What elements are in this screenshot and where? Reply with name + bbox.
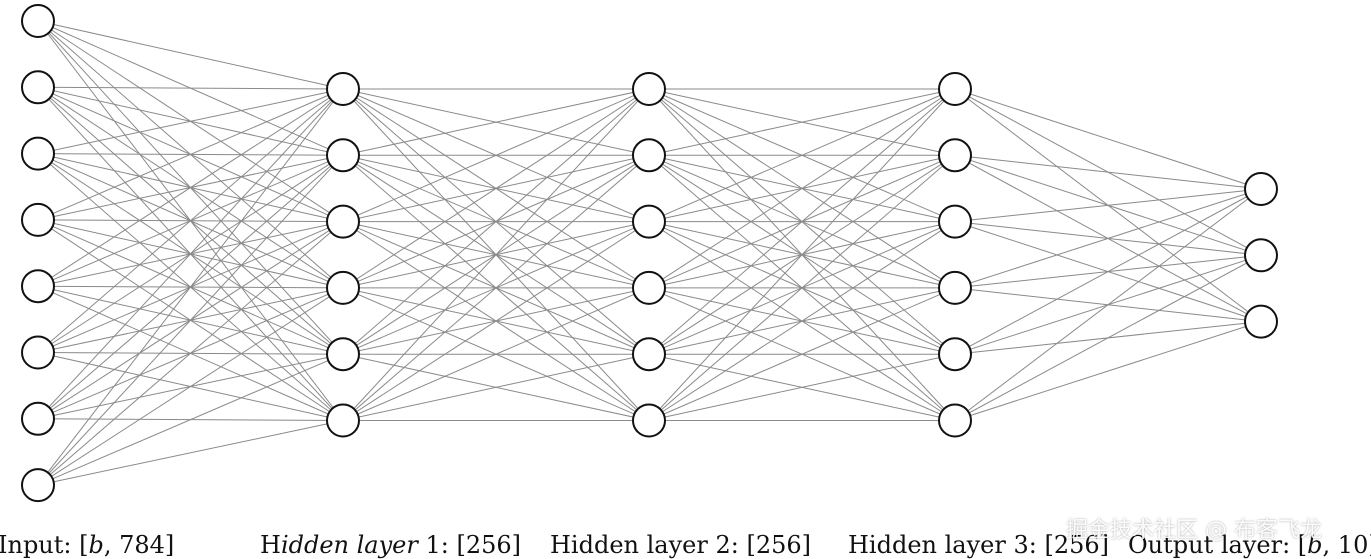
edge-hidden2-2-to-hidden3-1 [648, 88, 956, 156]
output-neuron-2 [1244, 238, 1278, 273]
input-neuron-3 [21, 136, 55, 171]
hidden1-neuron-4 [326, 270, 360, 305]
edge-input-8-to-hidden1-6 [37, 420, 344, 486]
input-layer-label: Input: [b, 784] [0, 531, 174, 559]
edge-hidden3-1-to-output-1 [954, 88, 1262, 190]
edge-hidden1-6-to-hidden2-2 [342, 154, 650, 421]
edge-hidden1-2-to-hidden2-1 [342, 88, 650, 156]
edge-input-8-to-hidden1-4 [37, 287, 344, 486]
input-neuron-7 [21, 401, 55, 436]
edge-hidden3-3-to-output-1 [954, 188, 1262, 223]
edge-hidden3-5-to-output-1 [954, 188, 1262, 355]
output-layer-label: Output layer: [b, 10] [1128, 531, 1371, 559]
hidden2-neuron-3 [632, 204, 666, 239]
edge-hidden1-6-to-hidden2-5 [342, 353, 650, 421]
hidden1-neuron-6 [326, 403, 360, 438]
hidden3-neuron-3 [938, 204, 972, 239]
edge-hidden2-6-to-hidden3-5 [648, 353, 956, 421]
hidden2-neuron-5 [632, 337, 666, 372]
edge-hidden2-6-to-hidden3-3 [648, 221, 956, 421]
hidden3-neuron-6 [938, 403, 972, 438]
edge-input-6-to-hidden1-1 [37, 88, 344, 353]
edge-hidden1-4-to-hidden2-1 [342, 88, 650, 289]
edge-hidden2-6-to-hidden3-1 [648, 88, 956, 421]
hidden1-neuron-1 [326, 72, 360, 106]
edge-hidden2-6-to-hidden3-2 [648, 154, 956, 421]
edge-input-2-to-hidden1-1 [37, 86, 344, 90]
hidden3-neuron-2 [938, 138, 972, 173]
edge-hidden2-5-to-hidden3-1 [648, 88, 956, 355]
hidden-layer-1-label: Hidden layer 1: [256] [260, 531, 521, 559]
edge-hidden2-6-to-hidden3-4 [648, 287, 956, 421]
input-neuron-1 [21, 4, 55, 38]
edge-input-1-to-hidden1-1 [37, 20, 344, 90]
hidden2-neuron-4 [632, 270, 666, 305]
hidden2-neuron-6 [632, 403, 666, 438]
hidden3-neuron-4 [938, 270, 972, 305]
edge-input-8-to-hidden1-2 [37, 154, 344, 486]
input-neuron-4 [21, 202, 55, 237]
edge-hidden3-6-to-output-3 [954, 321, 1262, 421]
hidden-layer-2-label: Hidden layer 2: [256] [550, 531, 811, 559]
input-neuron-6 [21, 335, 55, 370]
input-neuron-5 [21, 269, 55, 304]
hidden1-neuron-3 [326, 204, 360, 239]
edge-input-4-to-hidden1-1 [37, 88, 344, 221]
edge-hidden2-4-to-hidden3-1 [648, 88, 956, 289]
hidden1-neuron-5 [326, 337, 360, 372]
edge-input-8-to-hidden1-5 [37, 353, 344, 486]
hidden3-neuron-5 [938, 337, 972, 372]
input-neuron-8 [21, 468, 55, 503]
hidden2-neuron-2 [632, 138, 666, 173]
edge-input-5-to-hidden1-1 [37, 88, 344, 287]
edge-hidden3-2-to-output-1 [954, 154, 1262, 190]
neurons [21, 4, 1278, 503]
edge-input-8-to-hidden1-1 [37, 88, 344, 486]
hidden3-neuron-1 [938, 72, 972, 106]
edge-input-8-to-hidden1-3 [37, 221, 344, 486]
edge-hidden3-6-to-output-1 [954, 188, 1262, 421]
hidden1-neuron-2 [326, 138, 360, 173]
edge-hidden1-6-to-hidden2-4 [342, 287, 650, 421]
edge-hidden1-6-to-hidden2-3 [342, 221, 650, 421]
edge-hidden1-3-to-hidden2-1 [342, 88, 650, 223]
output-neuron-3 [1244, 304, 1278, 339]
connections [37, 20, 1262, 486]
edge-hidden1-5-to-hidden2-1 [342, 88, 650, 355]
edge-input-3-to-hidden1-1 [37, 88, 344, 155]
edge-hidden2-3-to-hidden3-1 [648, 88, 956, 223]
hidden-layer-3-label: Hidden layer 3: [256] [848, 531, 1109, 559]
hidden2-neuron-1 [632, 72, 666, 106]
output-neuron-1 [1244, 172, 1278, 206]
input-neuron-2 [21, 70, 55, 105]
edge-hidden3-4-to-output-1 [954, 188, 1262, 289]
edge-input-7-to-hidden1-1 [37, 88, 344, 420]
edge-hidden1-6-to-hidden2-1 [342, 88, 650, 421]
edge-hidden3-6-to-output-2 [954, 254, 1262, 421]
